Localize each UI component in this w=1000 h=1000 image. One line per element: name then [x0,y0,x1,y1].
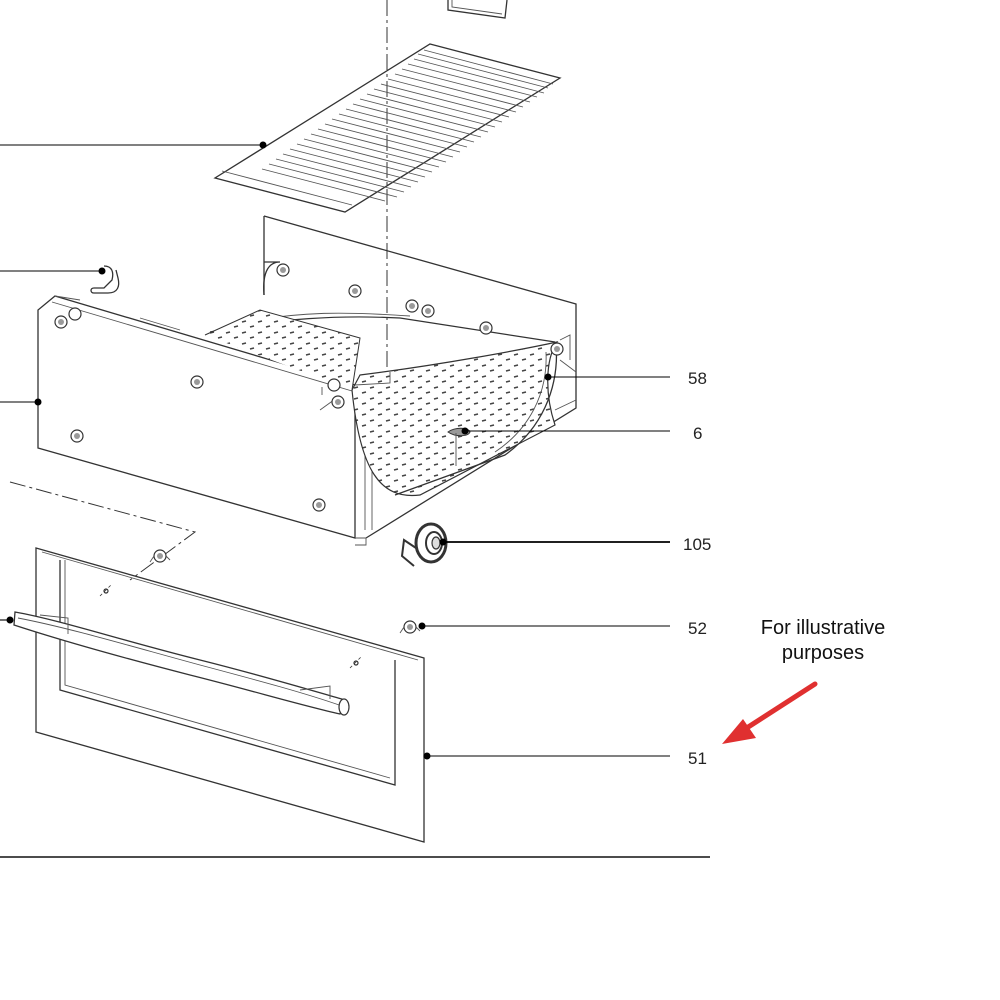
hook-bracket [90,265,120,294]
door-handle [13,611,350,716]
callout-label-105: 105 [683,535,711,554]
drawer-door [35,547,425,843]
drawer-screws [54,263,564,512]
door-standoffs [99,549,421,669]
red-arrow-icon [722,681,818,744]
callout-52: 52 [418,619,707,638]
callout-105: 105 [439,535,711,554]
callout-label-52: 52 [688,619,707,638]
upper-part-fragment [447,0,508,19]
illustrative-note: For illustrative purposes [728,616,918,666]
callout-label-6: 6 [693,424,702,443]
leader-lines-left [0,141,267,624]
assembly-axis-lines [9,481,197,581]
spring-roll [400,522,448,567]
callout-label-58: 58 [688,369,707,388]
callout-51: 51 [423,749,707,768]
note-line-1: For illustrative [760,617,886,639]
callout-6: 6 [461,424,702,443]
callout-58: 58 [544,369,707,388]
wire-rack [213,43,562,213]
callout-label-51: 51 [688,749,707,768]
note-line-2: purposes [781,642,865,664]
drawer-body [37,215,577,546]
